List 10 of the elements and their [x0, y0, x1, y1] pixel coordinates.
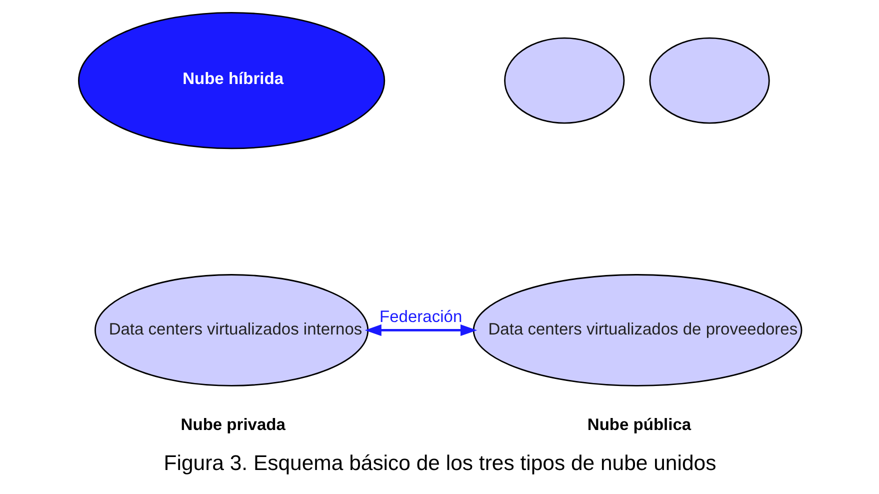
- arrow: [364, 324, 477, 336]
- node-ellipse: Data centers virtualizados internos: [94, 274, 368, 386]
- node-cloud: [648, 37, 770, 124]
- node-cloud: [504, 37, 624, 124]
- node-label: Nube pública: [586, 415, 691, 434]
- node-ellipse: Data centers virtualizados de proveedores: [472, 274, 802, 386]
- node-ellipse: Nube híbrida: [78, 12, 385, 150]
- edge-label: Federación: [379, 307, 462, 326]
- node-label: Nube privada: [180, 415, 285, 434]
- caption: Figura 3. Esquema básico de los tres tipos de nube unidos: [163, 450, 716, 475]
